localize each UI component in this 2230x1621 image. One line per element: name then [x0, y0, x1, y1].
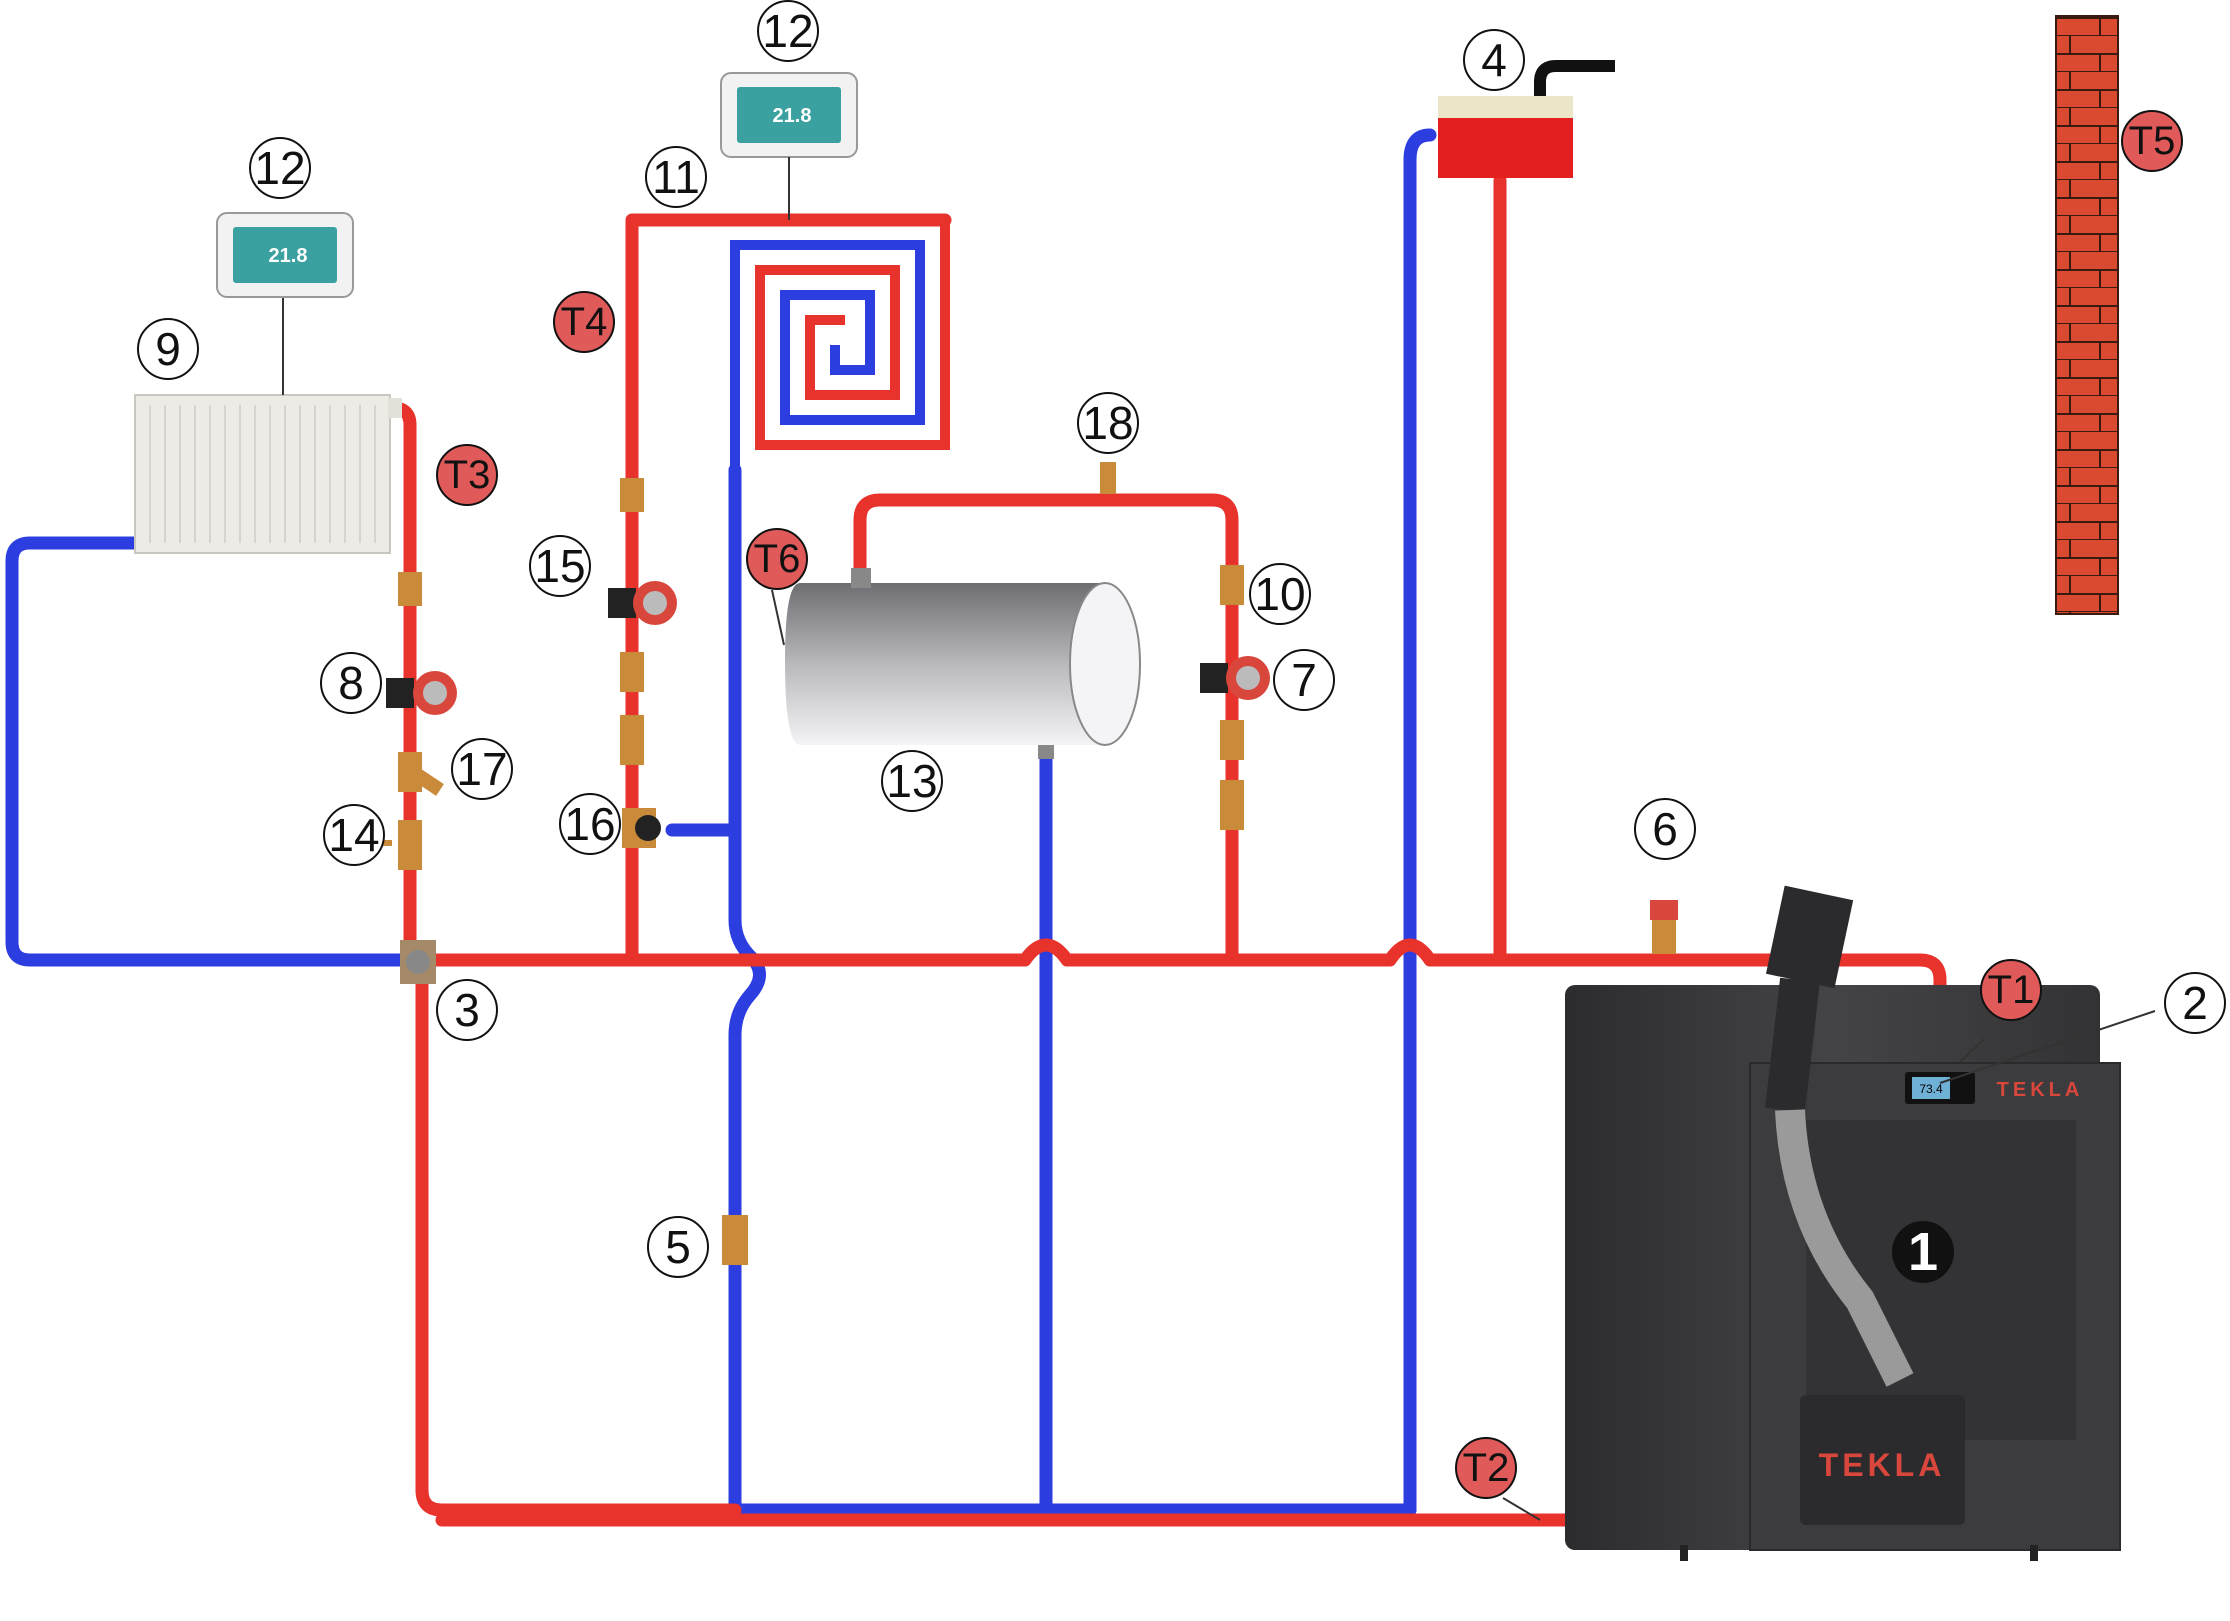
check-valve-return	[722, 1215, 748, 1265]
sensor-t2: T2	[1455, 1437, 1517, 1499]
underfloor-heating-coil	[730, 220, 950, 470]
hot-floor-riser	[625, 213, 952, 967]
svg-text:T6: T6	[754, 537, 801, 581]
svg-text:1: 1	[1908, 1222, 1938, 1282]
callouts: 1 2 3 4 5 6 7 8 9 10 11 12 12 13 14 15 1…	[137, 0, 2226, 1283]
thermostat-top[interactable]: 21.8	[720, 72, 858, 158]
callout-6: 6	[1634, 798, 1696, 860]
svg-text:5: 5	[665, 1221, 691, 1273]
sensor-t4: T4	[553, 291, 615, 353]
sensor-t5: T5	[2121, 110, 2183, 172]
ball-valve-tank[interactable]	[1220, 780, 1244, 830]
pump-tank[interactable]	[1200, 656, 1270, 700]
callout-11: 11	[645, 146, 707, 208]
callout-12-left: 12	[249, 137, 311, 199]
svg-text:12: 12	[762, 5, 813, 57]
hot-main-top	[403, 938, 1947, 1067]
svg-text:T3: T3	[444, 453, 491, 497]
svg-text:T1: T1	[1988, 968, 2035, 1012]
callout-13: 13	[881, 750, 943, 812]
svg-text:T5: T5	[2129, 119, 2176, 163]
boiler-logo: TEKLA	[1997, 1079, 2084, 1101]
cold-return-radiator-loop	[5, 536, 417, 967]
svg-text:12: 12	[254, 142, 305, 194]
svg-text:3: 3	[454, 984, 480, 1036]
svg-text:73.4: 73.4	[1919, 1082, 1943, 1096]
svg-text:6: 6	[1652, 803, 1678, 855]
sensor-callouts: T1 T2 T3 T4 T5 T6	[436, 110, 2183, 1499]
safety-valve	[1650, 900, 1678, 954]
union-fitting-floor	[620, 478, 644, 512]
ball-valve-floor[interactable]	[620, 715, 644, 765]
hot-tank-loop	[853, 493, 1239, 967]
callout-3: 3	[436, 979, 498, 1041]
svg-text:10: 10	[1254, 568, 1305, 620]
svg-text:11: 11	[652, 151, 700, 203]
svg-text:21.8: 21.8	[269, 245, 308, 267]
controller-leader	[1939, 1010, 2156, 1084]
t6-leader	[771, 589, 785, 646]
filter-radiator	[398, 752, 444, 796]
svg-text:T2: T2	[1463, 1446, 1510, 1490]
filter-tank	[1220, 720, 1244, 760]
union-fitting-radiator	[398, 572, 422, 606]
svg-text:2: 2	[2182, 977, 2208, 1029]
callout-5: 5	[647, 1216, 709, 1278]
svg-text:8: 8	[338, 657, 364, 709]
callout-1: 1	[1892, 1221, 1954, 1283]
check-valve-tank	[1220, 565, 1244, 605]
hot-return-left-down	[415, 961, 742, 1517]
mixing-valve-main[interactable]	[400, 940, 436, 984]
callout-7: 7	[1273, 649, 1335, 711]
svg-text:4: 4	[1481, 34, 1507, 86]
svg-text:13: 13	[886, 755, 937, 807]
thermostat-left[interactable]: 21.8	[216, 212, 354, 298]
filter-floor	[620, 652, 644, 692]
boiler: 73.4 TEKLA TEKLA	[1565, 885, 2121, 1561]
svg-text:15: 15	[534, 540, 585, 592]
svg-text:14: 14	[328, 809, 379, 861]
sensor-t1: T1	[1980, 959, 2042, 1021]
callout-14: 14	[323, 804, 385, 866]
t1-leader	[1959, 1037, 1986, 1063]
mixing-valve-floor[interactable]	[622, 808, 661, 848]
callout-8: 8	[320, 652, 382, 714]
callout-18: 18	[1077, 392, 1139, 454]
svg-text:T4: T4	[561, 300, 608, 344]
radiator	[134, 394, 402, 554]
pump-radiator[interactable]	[386, 671, 457, 715]
svg-text:18: 18	[1082, 397, 1133, 449]
t2-leader	[1502, 1497, 1541, 1521]
pump-floor[interactable]	[608, 581, 677, 625]
pellet-burner	[1800, 1395, 1965, 1525]
callout-12-top: 12	[757, 0, 819, 62]
callout-17: 17	[451, 738, 513, 800]
fittings	[375, 462, 1678, 1265]
callout-15: 15	[529, 535, 591, 597]
ball-valve-radiator[interactable]	[375, 820, 422, 870]
air-vent	[1100, 462, 1116, 494]
svg-text:9: 9	[155, 323, 181, 375]
boiler-controller[interactable]: 73.4	[1905, 1072, 1975, 1104]
cold-return-expansion	[1403, 128, 1437, 1517]
callout-9: 9	[137, 318, 199, 380]
hot-water-tank	[785, 568, 1141, 759]
callout-16: 16	[559, 793, 621, 855]
burner-logo: TEKLA	[1819, 1447, 1946, 1483]
svg-text:7: 7	[1291, 654, 1317, 706]
callout-10: 10	[1249, 563, 1311, 625]
svg-text:17: 17	[456, 743, 507, 795]
sensor-t3: T3	[436, 444, 498, 506]
callout-4: 4	[1463, 29, 1525, 91]
sensor-t6: T6	[746, 528, 808, 590]
pipes	[5, 128, 1947, 1527]
expansion-vessel	[1438, 60, 1615, 178]
callout-2: 2	[2164, 972, 2226, 1034]
svg-text:21.8: 21.8	[773, 105, 812, 127]
svg-text:16: 16	[564, 798, 615, 850]
brick-wall	[2055, 15, 2119, 615]
cold-return-floor-riser	[728, 463, 766, 1517]
